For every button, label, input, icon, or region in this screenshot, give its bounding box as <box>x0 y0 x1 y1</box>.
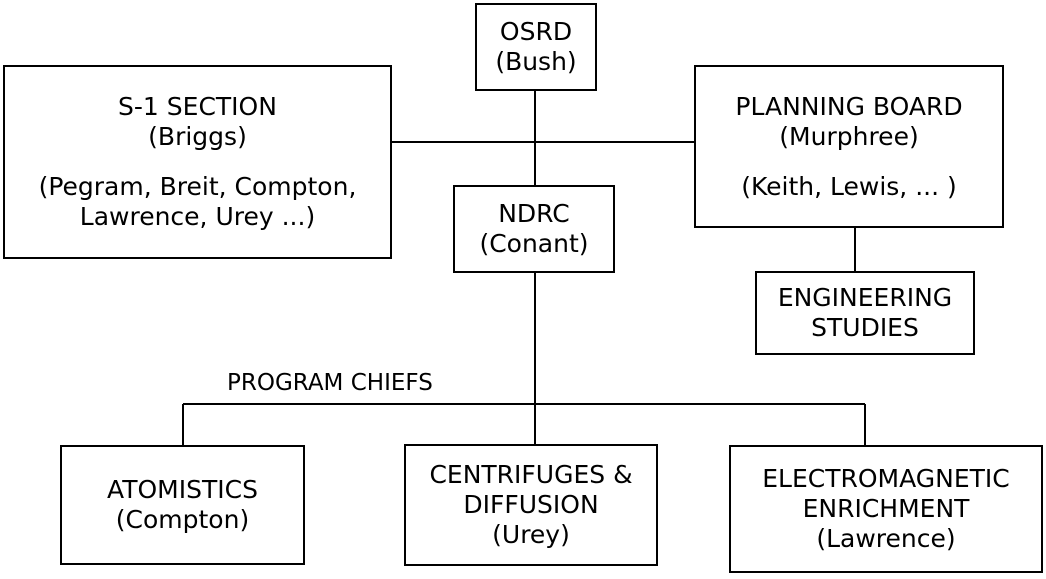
engineering-line1: ENGINEERING <box>777 283 953 312</box>
centrifuges-diffusion-box: CENTRIFUGES & DIFFUSION (Urey) <box>404 444 658 566</box>
atomistics-box: ATOMISTICS (Compton) <box>60 445 305 565</box>
osrd-title: OSRD <box>499 17 573 46</box>
centrifuges-line1: CENTRIFUGES & <box>429 460 633 489</box>
engineering-studies-box: ENGINEERING STUDIES <box>755 271 975 355</box>
atomistics-head: (Compton) <box>115 505 250 534</box>
s1-section-members-line2: Lawrence, Urey ...) <box>79 202 316 231</box>
planning-board-title: PLANNING BOARD <box>735 91 963 121</box>
s1-section-head: (Briggs) <box>148 122 247 151</box>
ndrc-title: NDRC <box>498 199 570 228</box>
electromagnetic-line2: ENRICHMENT <box>802 494 970 523</box>
planning-board-members: (Keith, Lewis, ... ) <box>741 171 957 201</box>
s1-section-title: S-1 SECTION <box>118 92 277 121</box>
electromagnetic-head: (Lawrence) <box>816 524 956 553</box>
planning-board-box: PLANNING BOARD (Murphree) (Keith, Lewis,… <box>694 65 1004 228</box>
engineering-line2: STUDIES <box>811 313 919 342</box>
electromagnetic-enrichment-box: ELECTROMAGNETIC ENRICHMENT (Lawrence) <box>729 445 1043 573</box>
atomistics-title: ATOMISTICS <box>107 475 258 504</box>
planning-board-head: (Murphree) <box>779 121 919 151</box>
s1-section-members-line1: (Pegram, Breit, Compton, <box>38 172 357 201</box>
s1-section-box: S-1 SECTION (Briggs) (Pegram, Breit, Com… <box>3 65 392 259</box>
ndrc-head: (Conant) <box>479 229 589 258</box>
electromagnetic-line1: ELECTROMAGNETIC <box>762 464 1010 493</box>
osrd-box: OSRD (Bush) <box>475 3 597 91</box>
program-chiefs-label: PROGRAM CHIEFS <box>227 370 433 396</box>
osrd-head: (Bush) <box>495 47 577 76</box>
centrifuges-line2: DIFFUSION <box>463 490 599 519</box>
ndrc-box: NDRC (Conant) <box>453 185 615 273</box>
centrifuges-head: (Urey) <box>492 520 570 549</box>
